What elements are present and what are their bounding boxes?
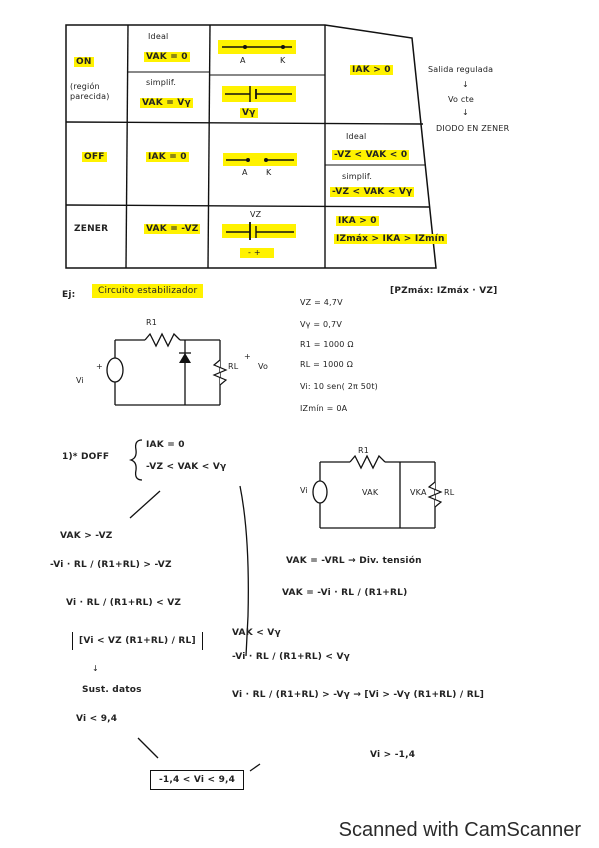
zener-source-label: VZ: [250, 210, 262, 219]
stabilizer-circuit: [106, 332, 228, 406]
zener-polarity: - +: [248, 248, 261, 257]
left-step-6: Sust. datos: [82, 685, 142, 695]
mid-step-4: Vi > -1,4: [370, 750, 416, 760]
state-zener: ZENER: [74, 224, 109, 234]
mid-step-3: Vi · RL / (R1+RL) > -Vγ → [Vi > -Vγ (R1+…: [232, 690, 485, 700]
zener-condition-2: IZmáx > IKA > IZmín: [334, 234, 447, 244]
state-off: OFF: [82, 152, 107, 162]
left-step-7: Vi < 9,4: [76, 714, 118, 724]
side-note-2: ↓: [462, 80, 469, 89]
analysis-circuit: [312, 454, 443, 529]
mid-step-1: VAK < Vγ: [232, 628, 281, 638]
footer-text: Scanned with CamScanner: [338, 818, 581, 841]
c2-vak: VAK: [362, 488, 379, 497]
off-cond-simpl-label: simplif.: [342, 172, 373, 181]
final-result: -1,4 < Vi < 9,4: [150, 770, 245, 790]
on-simpl-eq: VAK = Vγ: [140, 98, 193, 108]
off-cond-ideal: -VZ < VAK < 0: [332, 150, 410, 160]
circuit-r1-label: R1: [146, 318, 158, 327]
circuit-plus: +: [96, 362, 103, 371]
circuit-vo-plus: +: [244, 352, 251, 361]
zener-model-eq: VAK = -VZ: [144, 224, 201, 234]
off-cond-simpl: -VZ < VAK < Vγ: [330, 187, 415, 197]
branch-lines: [129, 485, 261, 772]
on-ideal-label: Ideal: [148, 32, 169, 41]
on-source-label: Vγ: [240, 108, 258, 118]
left-step-5: ↓: [92, 664, 99, 673]
example-prefix: Ej:: [62, 290, 76, 300]
diode-model-table: [65, 24, 437, 269]
footer-watermark: Scanned with CamScanner: [0, 812, 599, 848]
on-terminal-a: A: [240, 56, 246, 65]
c2-r1: R1: [358, 446, 370, 455]
c2-rl: RL: [444, 488, 455, 497]
brace-line-1: IAK = 0: [146, 440, 185, 450]
mid-step-2: -Vi · RL / (R1+RL) < Vγ: [232, 652, 351, 662]
side-note-1: Salida regulada: [428, 65, 494, 74]
c2-vi: Vi: [300, 486, 308, 495]
right-step-2: VAK = -Vi · RL / (R1+RL): [282, 588, 408, 598]
side-note-3: Vo cte: [448, 95, 474, 104]
state-on-note: (región parecida): [70, 82, 110, 101]
circuit-vo-label: Vo: [258, 362, 269, 371]
on-terminal-k: K: [280, 56, 286, 65]
off-cond-ideal-label: Ideal: [346, 132, 367, 141]
param-vz: VZ = 4,7V: [300, 298, 343, 307]
param-izmin: IZmín = 0A: [300, 404, 348, 413]
side-note-4: ↓: [462, 108, 469, 117]
state-on: ON: [74, 57, 94, 67]
left-step-3: Vi · RL / (R1+RL) < VZ: [66, 598, 182, 608]
left-step-2: -Vi · RL / (R1+RL) > -VZ: [50, 560, 172, 570]
left-step-4: [Vi < VZ (R1+RL) / RL]: [72, 632, 203, 650]
param-rl: RL = 1000 Ω: [300, 360, 354, 369]
example-title: Circuito estabilizador: [92, 284, 204, 298]
off-model-eq: IAK = 0: [146, 152, 189, 162]
zener-condition-1: IKA > 0: [336, 216, 379, 226]
brace-line-2: -VZ < VAK < Vγ: [146, 462, 227, 472]
solution-step: 1)* DOFF: [62, 452, 110, 462]
off-terminal-k: K: [266, 168, 272, 177]
brace: [128, 439, 143, 481]
left-step-1: VAK > -VZ: [60, 531, 113, 541]
param-vi: Vi: 10 sen( 2π 50t): [300, 382, 378, 391]
off-terminal-a: A: [242, 168, 248, 177]
on-ideal-eq: VAK = 0: [144, 52, 190, 62]
circuit-rl-label: RL: [228, 362, 239, 371]
right-step-1: VAK = -VRL → Div. tensión: [286, 556, 422, 566]
param-r1: R1 = 1000 Ω: [300, 340, 354, 349]
param-vgamma: Vγ = 0,7V: [300, 320, 342, 329]
side-note-5: DIODO EN ZENER: [436, 124, 510, 133]
on-condition: IAK > 0: [350, 65, 393, 75]
c2-vka: VKA: [410, 488, 427, 497]
on-simpl-label: simplif.: [146, 78, 177, 87]
pz-formula: [PZmáx: IZmáx · VZ]: [390, 286, 498, 296]
circuit-vi-label: Vi: [76, 376, 84, 385]
